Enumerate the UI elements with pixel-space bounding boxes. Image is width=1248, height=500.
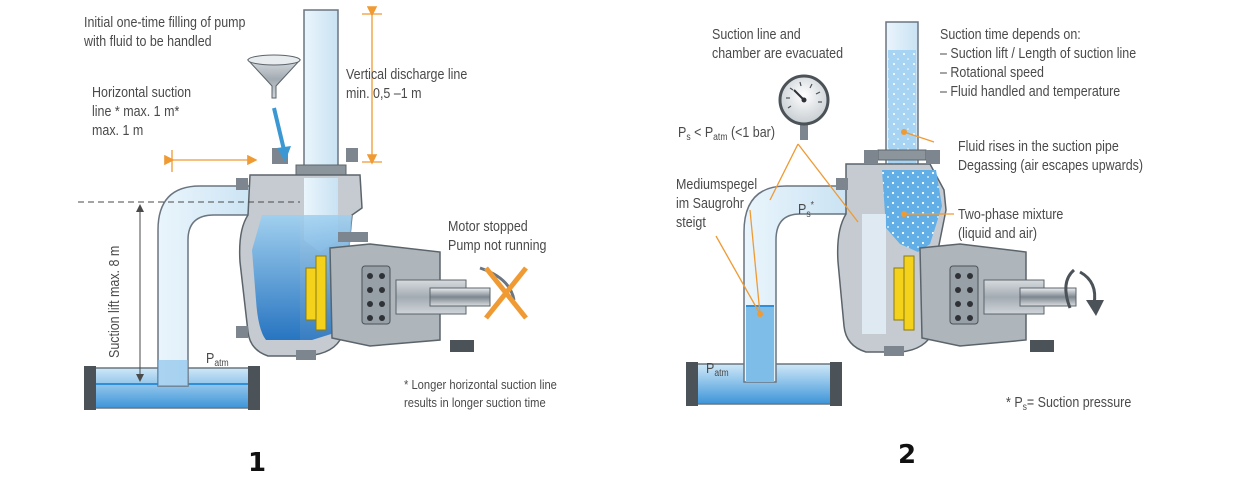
panel-number-2: 2	[898, 440, 917, 470]
ps-star-label: Ps*	[798, 200, 814, 220]
bearing-housing-1	[296, 232, 491, 360]
tank-2	[686, 362, 842, 406]
motor-status-label: Motor stopped Pump not running	[448, 218, 546, 256]
vertical-discharge-line-2: min. 0,5 –1 m	[346, 86, 422, 102]
horizontal-suction-line-3: max. 1 m	[92, 123, 144, 139]
fluid-rises-line-2: Degassing (air escapes upwards)	[958, 158, 1144, 174]
footnote-1-line-2: results in longer suction time	[404, 395, 546, 410]
fluid-rises-label: Fluid rises in the suction pipe Degassin…	[958, 138, 1143, 176]
two-phase-line-2: (liquid and air)	[958, 226, 1038, 242]
funnel-icon	[246, 54, 302, 99]
dimension-lines-1	[164, 6, 382, 172]
bearing-housing-2	[884, 243, 1077, 356]
rotation-arrow-icon	[1064, 268, 1104, 316]
evacuated-label: Suction line and chamber are evacuated	[712, 26, 843, 64]
filling-note: Initial one-time filling of pump with fl…	[84, 14, 246, 52]
vertical-discharge-label: Vertical discharge line min. 0,5 –1 m	[346, 66, 467, 104]
callout-lines-2	[715, 131, 954, 315]
suction-time-title: Suction time depends on:	[940, 27, 1081, 43]
suction-time-item-2: – Rotational speed	[940, 65, 1044, 81]
footnote-1-line-1: * Longer horizontal suction line	[404, 377, 557, 392]
panel-number-1: 1	[248, 448, 267, 478]
two-phase-label: Two-phase mixture (liquid and air)	[958, 206, 1063, 244]
suction-time-block: Suction time depends on: – Suction lift …	[940, 26, 1136, 102]
pump-casing-2	[836, 150, 947, 353]
footnote-1: * Longer horizontal suction line results…	[404, 376, 557, 412]
rising-fluid	[746, 306, 774, 382]
suction-time-item-3: – Fluid handled and temperature	[940, 84, 1121, 100]
mediumspegel-line-2: im Saugrohr	[676, 196, 744, 212]
horizontal-suction-line-2: line * max. 1 m*	[92, 104, 180, 120]
panel-2-diagram	[686, 21, 1104, 406]
evacuated-line-1: Suction line and	[712, 27, 801, 43]
mediumspegel-line-1: Mediumspegel	[676, 177, 758, 193]
suction-time-item-1: – Suction lift / Length of suction line	[940, 46, 1137, 62]
discharge-pipe-1	[303, 9, 339, 176]
p-atm-label-1: Patm	[206, 351, 229, 369]
footnote-2: * Ps= Suction pressure	[1006, 395, 1132, 413]
filling-note-line-1: Initial one-time filling of pump	[84, 15, 246, 31]
pressure-relation-label: Ps < Patm (<1 bar)	[678, 125, 775, 143]
motor-stopped-x-icon	[479, 266, 528, 320]
pressure-gauge-icon	[778, 74, 830, 140]
motor-status-line-1: Motor stopped	[448, 219, 528, 235]
two-phase-line-1: Two-phase mixture	[958, 207, 1064, 223]
filling-arrow	[272, 107, 286, 151]
horizontal-suction-label: Horizontal suction line * max. 1 m* max.…	[92, 84, 191, 141]
mediumspegel-line-3: steigt	[676, 215, 706, 231]
panel-1-diagram	[78, 6, 528, 410]
evacuated-line-2: chamber are evacuated	[712, 46, 844, 62]
mediumspegel-label: Mediumspegel im Saugrohr steigt	[676, 176, 757, 233]
p-atm-label-2: Patm	[706, 361, 729, 379]
suction-lift-label: Suction lift max. 8 m	[107, 245, 123, 358]
motor-status-line-2: Pump not running	[448, 238, 547, 254]
two-phase-mixture	[882, 170, 942, 252]
filling-note-line-2: with fluid to be handled	[84, 34, 212, 50]
vertical-discharge-line-1: Vertical discharge line	[346, 67, 468, 83]
horizontal-suction-line-1: Horizontal suction	[92, 85, 192, 101]
fluid-rises-line-1: Fluid rises in the suction pipe	[958, 139, 1119, 155]
